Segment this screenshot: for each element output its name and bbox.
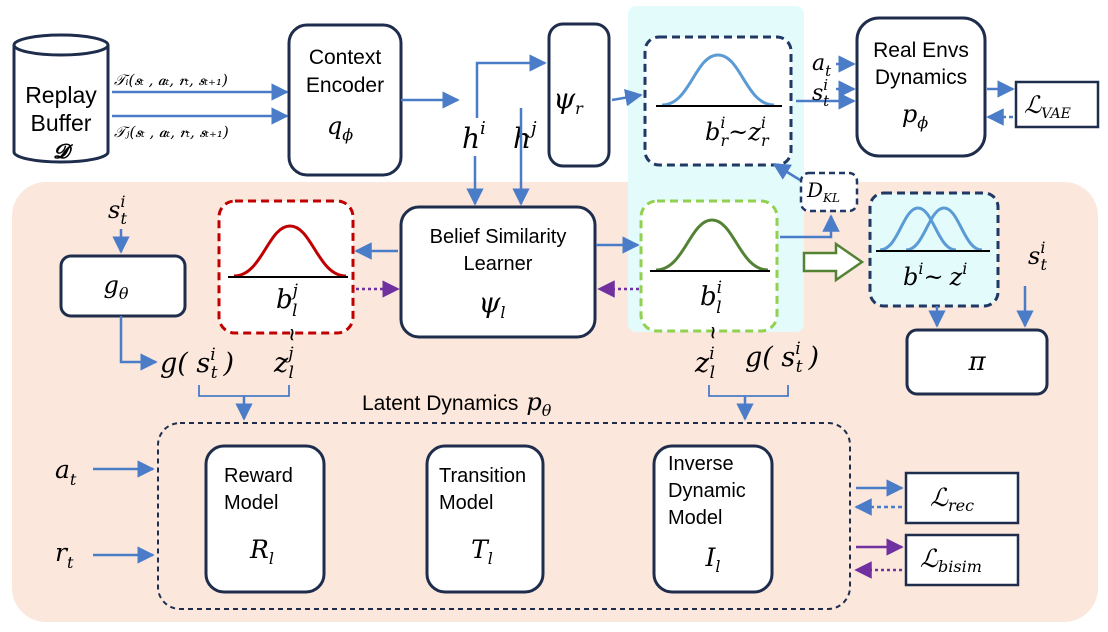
context-encoder-label-2: Encoder <box>306 74 384 97</box>
real-envs-dynamics-box: Real Envs Dynamics pϕ <box>855 16 987 158</box>
bracket-right <box>708 385 789 397</box>
arrow-g-to-gs <box>119 316 158 371</box>
r-t-bottom-label: rt <box>55 538 74 572</box>
context-encoder-symbol: qϕ <box>327 112 353 144</box>
loss-vae-label: ℒVAE <box>1024 91 1071 122</box>
g-theta-box: gθ <box>59 254 187 318</box>
context-encoder-box: Context Encoder qϕ <box>287 23 403 177</box>
loss-rec-label: ℒrec <box>930 483 974 515</box>
arrow-h-to-psi-r <box>475 54 547 118</box>
inverse-model-label-1: Inverse <box>668 453 734 475</box>
d-kl-label: DKL <box>806 178 840 205</box>
learner-label-1: Belief Similarity <box>430 226 567 248</box>
arrow-dkl-to-belief-r <box>772 162 801 182</box>
context-encoder-label-1: Context <box>309 46 382 69</box>
psi-r-box: ψr <box>547 22 611 168</box>
belief-comparison-box: bi~zi <box>868 191 1000 308</box>
loss-rec-box: ℒrec <box>904 471 1020 525</box>
d-kl-box: DKL <box>799 171 859 213</box>
inverse-model-label-2: Dynamic <box>668 480 746 502</box>
transition-model-symbol: Tl <box>471 535 493 568</box>
tilde-left: ~ <box>279 328 304 341</box>
replay-buffer-label-2: Buffer <box>31 110 92 136</box>
inverse-dynamic-model-box: Inverse Dynamic Model Il <box>652 444 774 594</box>
belief-l-j-curve <box>233 224 347 278</box>
arrow-psi-r-to-belief <box>611 89 643 107</box>
belief-l-i-curve <box>655 218 769 272</box>
tilde-right: ~ <box>700 326 725 339</box>
reward-model-box: Reward Model Rl <box>204 444 326 594</box>
reward-model-label-1: Reward <box>224 465 293 487</box>
real-envs-label-1: Real Envs <box>873 39 969 62</box>
loss-bisim-label: ℒbisim <box>920 544 982 576</box>
inverse-model-label-3: Model <box>668 507 722 529</box>
belief-r-curve <box>661 53 775 107</box>
replay-buffer-label-1: Replay <box>25 82 97 108</box>
learner-symbol: ψl <box>478 286 505 322</box>
belief-b-curve <box>879 206 957 252</box>
g-theta-symbol: gθ <box>103 271 128 303</box>
a-t-bottom-label: at <box>55 455 77 489</box>
real-envs-symbol: pϕ <box>902 100 928 132</box>
belief-z-curve <box>905 206 983 252</box>
transition-model-label-2: Model <box>439 492 493 514</box>
a-t-top-label: at <box>812 51 832 80</box>
belief-similarity-learner-box: Belief Similarity Learner ψl <box>399 205 597 339</box>
trajectory-i-label: 𝒯ᵢ(𝒔ₜ , 𝒂ₜ, 𝒓ₜ, 𝒔ₜ₊₁) <box>114 71 228 89</box>
transfer-arrow <box>802 241 865 283</box>
latent-dynamics-box <box>157 422 851 610</box>
policy-box: π <box>905 328 1049 396</box>
transition-model-box: Transition Model Tl <box>425 444 545 594</box>
psi-r-symbol: ψr <box>553 82 584 118</box>
real-envs-label-2: Dynamics <box>875 66 967 89</box>
reward-model-symbol: Rl <box>249 535 274 568</box>
policy-symbol: π <box>967 347 986 377</box>
transition-model-label-1: Transition <box>439 465 526 487</box>
loss-bisim-box: ℒbisim <box>904 533 1020 587</box>
b-z-label: bi~zi <box>903 259 967 291</box>
inverse-model-symbol: Il <box>704 543 720 576</box>
trajectory-j-label: 𝒯ⱼ(𝒔ₜ , 𝒂ₜ, 𝒓ₜ, 𝒔ₜ₊₁) <box>114 123 229 141</box>
loss-vae-box: ℒVAE <box>1014 80 1100 129</box>
learner-label-2: Learner <box>464 253 533 275</box>
replay-buffer-symbol: 𝓓 <box>53 139 73 163</box>
h-i-label: hi <box>462 118 486 155</box>
h-j-label: hj <box>513 118 537 155</box>
replay-buffer: Replay Buffer 𝓓 <box>12 33 110 164</box>
reward-model-label-2: Model <box>224 492 278 514</box>
arrow-belief-l-to-dkl <box>780 214 840 239</box>
